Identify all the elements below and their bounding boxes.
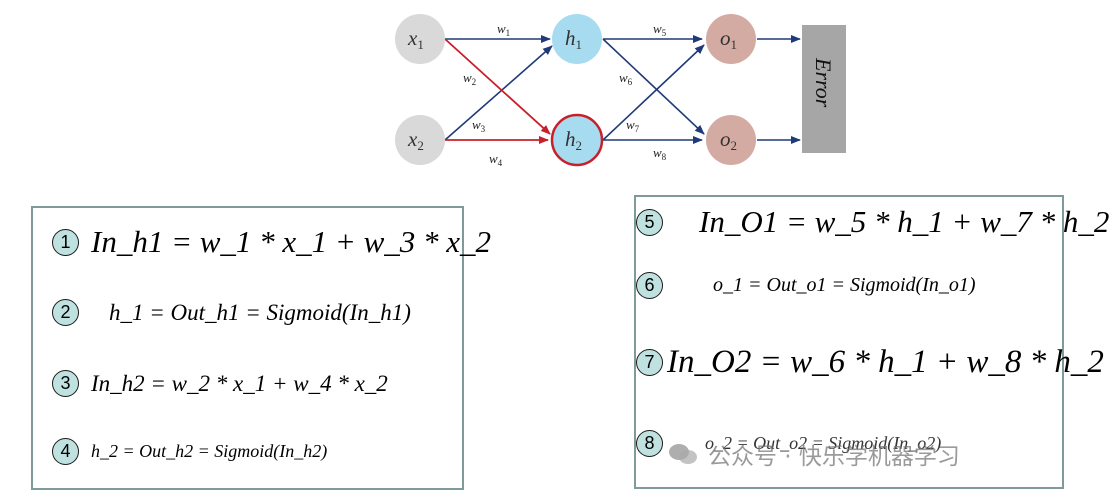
equation-7: 7 In_O2 = w_6 * h_1 + w_8 * h_2 [636, 344, 1104, 381]
node-o1 [706, 14, 756, 64]
watermark: 公众号 · 快乐学机器学习 [668, 437, 960, 471]
error-box [802, 25, 846, 153]
neural-network-diagram: w1 w2 w3 w4 w5 w6 w7 w8 x1 x2 h1 h2 o1 o… [395, 14, 846, 168]
node-o2 [706, 115, 756, 165]
weight-label-w4: w4 [489, 151, 503, 168]
node-x2-label: x2 [407, 127, 424, 153]
weight-label-w2: w2 [463, 70, 476, 87]
equation-text: In_O1 = w_5 * h_1 + w_7 * h_2 [699, 204, 1109, 239]
equation-number-badge: 4 [52, 438, 79, 465]
equation-number-badge: 2 [52, 299, 79, 326]
node-x2 [395, 115, 445, 165]
node-h1-label: h1 [565, 26, 582, 52]
weight-label-w1: w1 [497, 21, 510, 38]
node-o1-label: o1 [720, 26, 737, 52]
weight-label-w8: w8 [653, 145, 667, 162]
equation-5: 5 In_O1 = w_5 * h_1 + w_7 * h_2 [636, 204, 1109, 240]
equation-1: 1 In_h1 = w_1 * x_1 + w_3 * x_2 [52, 224, 491, 260]
equation-number-badge: 3 [52, 370, 79, 397]
weight-label-w7: w7 [626, 117, 640, 134]
equation-text: h_1 = Out_h1 = Sigmoid(In_h1) [109, 299, 411, 325]
equation-text: In_O2 = w_6 * h_1 + w_8 * h_2 [667, 344, 1104, 380]
equation-number-badge: 5 [636, 208, 663, 236]
edge-h1-o2 [602, 38, 705, 135]
equation-6: 6 o_1 = Out_o1 = Sigmoid(In_o1) [636, 272, 976, 299]
equation-number-badge: 8 [636, 430, 663, 457]
equation-3: 3 In_h2 = w_2 * x_1 + w_4 * x_2 [52, 370, 388, 397]
equation-text: o_1 = Out_o1 = Sigmoid(In_o1) [713, 274, 976, 296]
equation-2: 2 h_1 = Out_h1 = Sigmoid(In_h1) [52, 299, 411, 326]
node-x1 [395, 14, 445, 64]
node-x1-label: x1 [407, 26, 424, 52]
equation-8: 8 o_2 = Out_o2 = Sigmoid(In_o2) [636, 430, 941, 457]
weight-label-w5: w5 [653, 21, 667, 38]
watermark-text: 公众号 · 快乐学机器学习 [708, 444, 960, 470]
equation-number-badge: 1 [52, 228, 79, 256]
equation-4: 4 h_2 = Out_h2 = Sigmoid(In_h2) [52, 438, 327, 465]
equation-text: h_2 = Out_h2 = Sigmoid(In_h2) [91, 441, 328, 461]
equation-number-badge: 6 [636, 272, 663, 299]
equation-number-badge: 7 [636, 349, 663, 376]
node-h2 [550, 113, 604, 167]
edge-x2-h1 [444, 45, 553, 141]
edge-h2-o1 [602, 44, 705, 141]
equations-panel-left [31, 206, 464, 490]
weight-label-w3: w3 [472, 117, 486, 134]
weight-label-w6: w6 [619, 70, 633, 87]
edge-x1-h2 [444, 38, 551, 135]
node-h2-label: h2 [565, 127, 582, 153]
node-h1 [552, 14, 602, 64]
error-label: Error [811, 57, 836, 108]
wechat-icon [669, 444, 697, 464]
equation-text: o_2 = Out_o2 = Sigmoid(In_o2) [705, 433, 942, 453]
equation-text: In_h1 = w_1 * x_1 + w_3 * x_2 [91, 224, 492, 259]
equation-text: In_h2 = w_2 * x_1 + w_4 * x_2 [91, 370, 388, 396]
node-o2-label: o2 [720, 127, 737, 153]
equations-panel-right [634, 195, 1064, 489]
